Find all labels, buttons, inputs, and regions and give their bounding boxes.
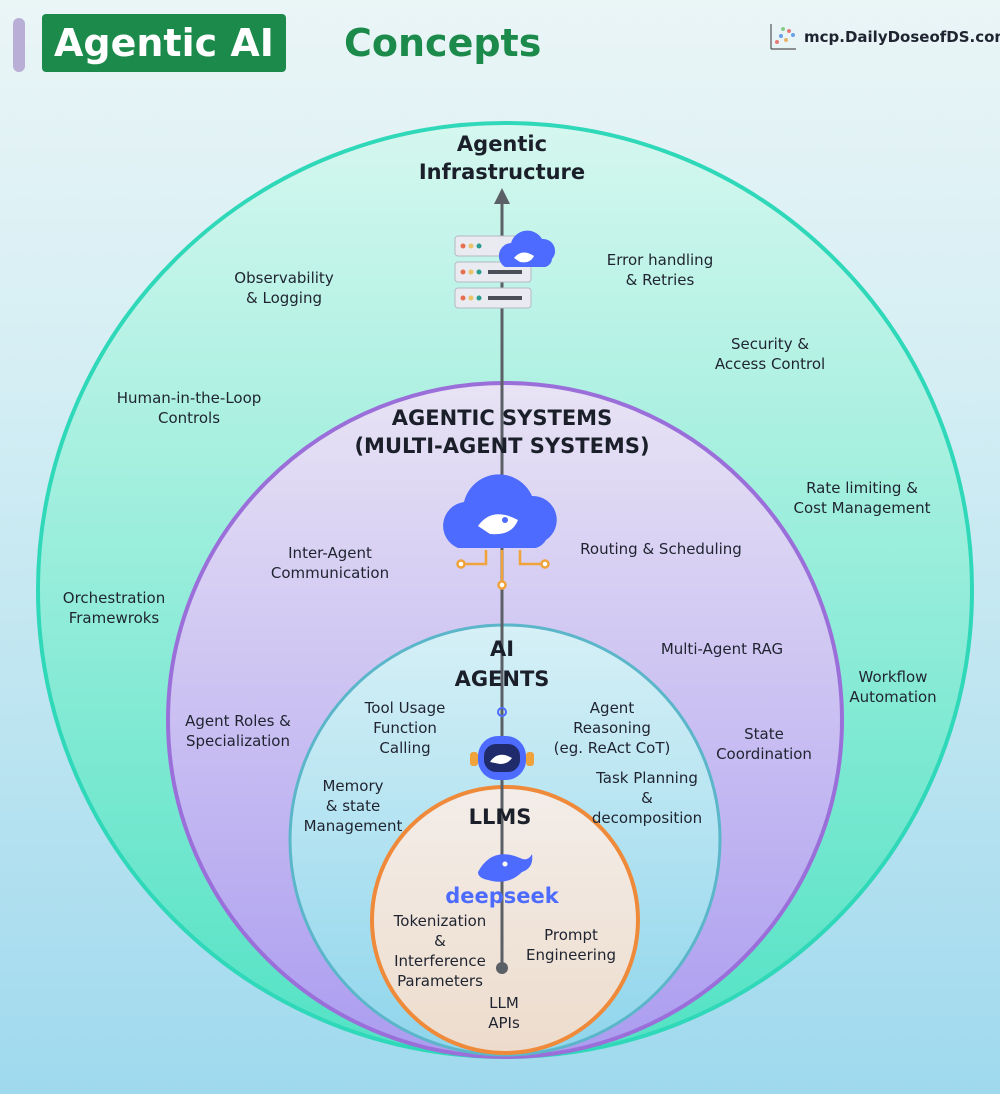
brand: mcp.DailyDoseofDS.com [768, 22, 1000, 52]
cloud-whale-large-icon [443, 474, 557, 548]
title-highlight: Agentic AI [42, 14, 286, 72]
spine-origin-dot [496, 962, 508, 974]
title-part2: Concepts [344, 21, 542, 65]
label-security: Security &Access Control [714, 335, 826, 373]
label-agent-roles: Agent Roles &Specialization [185, 712, 291, 750]
arrow-up-icon [494, 188, 510, 204]
infrastructure-title: Agentic Infrastructure [418, 132, 586, 184]
llm-circle [370, 785, 640, 1055]
label-routing: Routing & Scheduling [580, 540, 742, 558]
cloud-whale-small-icon [498, 230, 556, 267]
deepseek-whale-icon [478, 854, 533, 882]
label-multi-agent-rag: Multi-Agent RAG [660, 640, 784, 658]
label-error-handling: Error handling& Retries [606, 251, 714, 289]
label-observability: Observability& Logging [234, 269, 334, 307]
label-rate-limiting: Rate limiting &Cost Management [793, 479, 931, 517]
brand-url: mcp.DailyDoseofDS.com [804, 28, 1000, 46]
scatter-logo-icon [770, 24, 796, 50]
deepseek-logo-text: deepseek [445, 884, 559, 908]
title-accent-bar [13, 18, 25, 72]
robot-agent-icon [470, 707, 534, 780]
title-part1: Agentic AI [54, 21, 274, 65]
agents-title: AI AGENTS [454, 637, 550, 691]
llms-title: LLMS [468, 805, 532, 829]
label-task-planning: Task Planning&decomposition [591, 769, 703, 827]
connector-lines [456, 550, 550, 590]
systems-title: AGENTIC SYSTEMS (MULTI-AGENT SYSTEMS) [354, 406, 650, 458]
